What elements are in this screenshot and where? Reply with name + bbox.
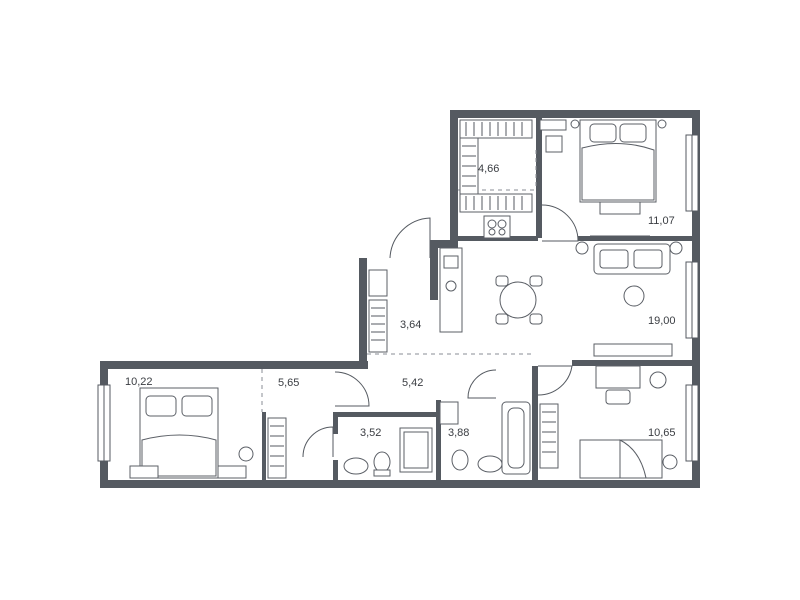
windows — [97, 134, 699, 462]
living-kitchen-furniture — [439, 215, 683, 357]
area-label-hall: 5,42 — [402, 377, 423, 389]
area-label-pantry: 3,64 — [400, 319, 421, 331]
bathroom-wc-fixtures — [343, 427, 433, 477]
pantry-furniture — [368, 269, 388, 353]
area-label-wardrobe: 4,66 — [478, 163, 499, 175]
bedroom-right-furniture — [539, 365, 678, 479]
bedroom-left-furniture — [129, 387, 287, 479]
area-label-bedroom-top: 11,07 — [648, 215, 675, 227]
wardrobe-room — [459, 119, 533, 213]
doors — [302, 204, 579, 458]
area-label-living-kitchen: 19,00 — [648, 315, 676, 327]
zone-lines — [261, 150, 537, 412]
area-label-bedroom-left: 10,22 — [125, 376, 153, 388]
bedroom-top-furniture — [539, 119, 667, 237]
area-label-bathroom-wc: 3,52 — [360, 427, 381, 439]
area-label-bedroom-right: 10,65 — [648, 427, 676, 439]
area-label-corridor-left: 5,65 — [278, 377, 299, 389]
area-labels: 4,66 11,07 3,64 19,00 10,22 5,65 5,42 3,… — [125, 163, 676, 439]
bathroom-tub-fixtures — [439, 401, 531, 475]
area-label-bathroom-tub: 3,88 — [448, 427, 469, 439]
